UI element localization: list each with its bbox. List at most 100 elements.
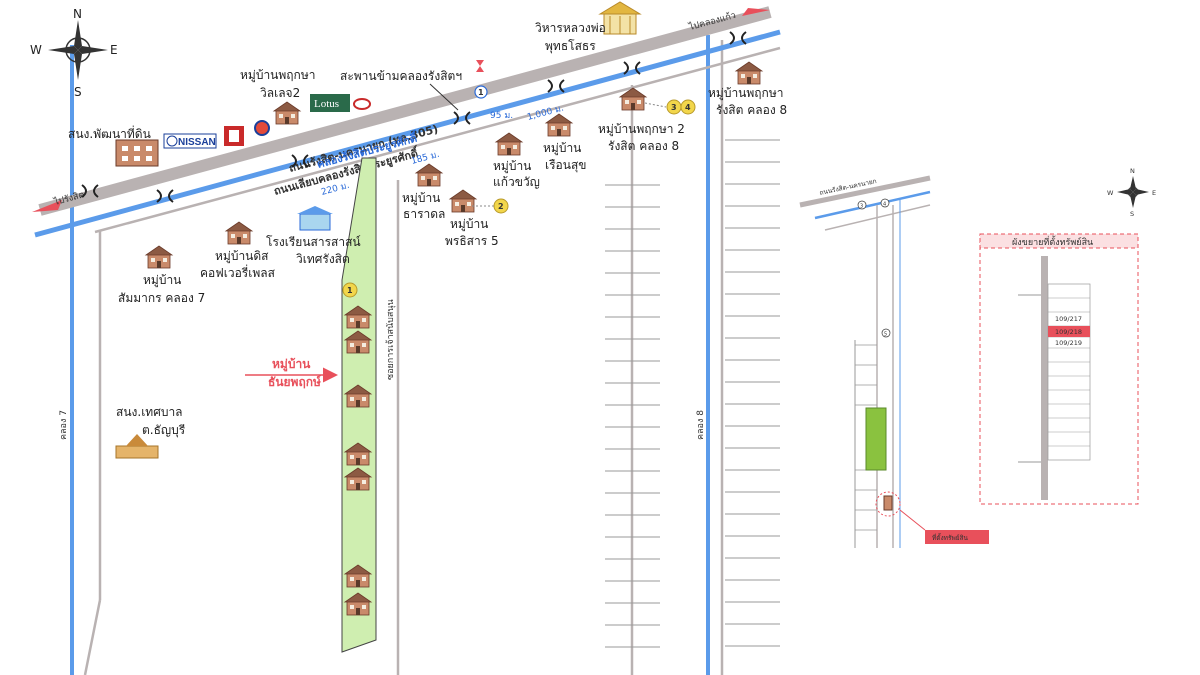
sammakorn-label-2: สัมมากร คลอง 7: [118, 291, 205, 305]
plot-109-219: 109/219: [1055, 339, 1082, 347]
fuel-logo: [254, 120, 270, 136]
pornsarn-icon: [449, 189, 477, 213]
svg-text:E: E: [1152, 189, 1156, 197]
compville-label-1: หมู่บ้านดิส: [215, 249, 269, 264]
suzuki-logo: [476, 60, 484, 72]
pornsarn-label-2: พรธิสาร 5: [445, 234, 499, 248]
svg-text:Lotus: Lotus: [314, 98, 339, 110]
land-office-label: สนง.พัฒนาที่ดิน: [68, 125, 151, 141]
svg-text:S: S: [1130, 210, 1134, 218]
svg-text:4: 4: [685, 103, 691, 112]
temple-label-2: พุทธโสธร: [545, 39, 596, 54]
inset-map: ถนนรังสิต-นครนายก ที่ตั้งทรัพย์สิน 3 4: [799, 167, 1156, 548]
bridge-icon: [547, 79, 565, 93]
pruksa8-icon: [735, 61, 763, 85]
kaew-kwan-label-1: หมู่บ้าน: [493, 159, 531, 174]
svg-text:W: W: [1107, 189, 1114, 197]
land-office-icon: [115, 139, 159, 167]
pruksa-villa2-icon: [273, 101, 301, 125]
lot-lines: [605, 139, 780, 648]
inset-property-label-box: [925, 530, 989, 544]
svg-text:N: N: [73, 7, 82, 21]
svg-text:E: E: [110, 43, 118, 57]
pruksa2-label-1: หมู่บ้านพฤกษา 2: [598, 122, 685, 137]
rangsit-nakhonnayok-road: [38, 6, 772, 216]
main-map: คลอง 7 คลอง 8 ซอยการเจ้าสนับสนุน: [30, 1, 787, 675]
to-ongkharak-arrow: [742, 8, 770, 16]
svg-text:S: S: [74, 85, 82, 99]
pruksa2-icon: [619, 87, 647, 111]
soi-label: ซอยการเจ้าสนับสนุน: [385, 299, 396, 380]
target-village-label-1: หมู่บ้าน: [272, 357, 311, 372]
badge-1-target: 1: [342, 282, 358, 298]
compville-icon: [225, 221, 253, 245]
inset-property-label: ที่ตั้งทรัพย์สิน: [932, 533, 969, 542]
municipal-icon: [115, 434, 159, 459]
pruksa8-label-2: รังสิต คลอง 8: [716, 103, 787, 117]
toyota-logo: [353, 98, 371, 110]
pruksa8-label-1: หมู่บ้านพฤกษา: [708, 86, 783, 101]
nissan-logo: NISSAN: [163, 133, 217, 149]
school-label-2: วิเทศรังสิต: [296, 252, 350, 266]
kaew-kwan-icon: [495, 132, 523, 156]
school-label-1: โรงเรียนสารสาสน์: [266, 235, 361, 249]
compass-rose-icon: N S E W: [30, 7, 118, 99]
plot-109-218-highlight: [1048, 326, 1090, 337]
badge-1-top: 1: [474, 85, 488, 99]
expanded-plan-road: [1041, 256, 1048, 500]
pruksa2-label-2: รังสิต คลอง 8: [608, 139, 679, 153]
plot-109-217: 109/217: [1055, 315, 1082, 323]
temple-icon: [598, 1, 642, 35]
bridge-label: สะพานข้ามคลองรังสิตฯ: [340, 69, 462, 83]
expanded-plan-title: ผังขยายที่ตั้งทรัพย์สิน: [1012, 235, 1093, 248]
sammakorn-label-1: หมู่บ้าน: [143, 273, 181, 288]
inset-village-block: [865, 407, 887, 471]
distance-95: 95 ม.: [490, 111, 513, 121]
school-icon: [297, 206, 333, 231]
svg-text:1: 1: [478, 88, 484, 97]
badge-3: 3: [666, 99, 682, 115]
target-village-label-2: ธันยพฤกษ์: [268, 375, 321, 389]
ruen-suk-label-1: หมู่บ้าน: [543, 141, 581, 156]
inset-main-road: [799, 175, 931, 208]
lotus-logo: Lotus: [310, 94, 350, 112]
svg-text:3: 3: [860, 204, 863, 210]
svg-text:NISSAN: NISSAN: [178, 137, 216, 148]
svg-text:5: 5: [884, 332, 887, 338]
canal-7-label: คลอง 7: [59, 410, 69, 440]
thara-icon: [415, 163, 443, 187]
plot-109-218: 109/218: [1055, 328, 1082, 336]
sammakorn-icon: [145, 245, 173, 269]
to-rangsit-arrow: [32, 200, 62, 212]
compville-label-2: คอฟเวอรี่เพลส: [200, 264, 276, 280]
pruksa-villa2-label-2: วิลเลจ2: [260, 86, 300, 100]
inset-property-circle: [875, 491, 901, 517]
municipal-label-2: ต.ธัญบุรี: [142, 423, 186, 438]
badge-2: 2: [493, 198, 509, 214]
inset-badge-3: 3: [857, 200, 867, 210]
thara-label-1: หมู่บ้าน: [402, 191, 440, 206]
temple-label-1: วิหารหลวงพ่อ: [535, 21, 606, 35]
inset-compass-icon: N S E W: [1107, 167, 1156, 218]
badge-4: 4: [680, 99, 696, 115]
ruen-suk-label-2: เรือนสุข: [545, 158, 586, 173]
canal-8-label: คลอง 8: [696, 410, 706, 440]
thara-label-2: ธาราดล: [403, 207, 445, 221]
inset-canal: [814, 190, 931, 220]
expanded-plan-box: [979, 233, 1139, 505]
pruksa-villa2-label-1: หมู่บ้านพฤกษา: [240, 68, 315, 83]
svg-text:4: 4: [883, 202, 886, 208]
liab-khlong-road: [94, 46, 781, 234]
inset-badge-4: 4: [880, 198, 890, 208]
svg-text:3: 3: [671, 103, 677, 112]
svg-text:N: N: [1130, 167, 1135, 175]
municipal-label-1: สนง.เทศบาล: [116, 405, 183, 419]
kaew-kwan-label-2: แก้วขวัญ: [493, 175, 540, 189]
inset-badge-5: 5: [881, 328, 891, 338]
svg-text:1: 1: [347, 286, 353, 295]
ruen-suk-icon: [545, 113, 573, 137]
svg-text:W: W: [30, 43, 42, 57]
svg-text:2: 2: [498, 202, 504, 211]
pornsarn-label-1: หมู่บ้าน: [450, 217, 488, 232]
